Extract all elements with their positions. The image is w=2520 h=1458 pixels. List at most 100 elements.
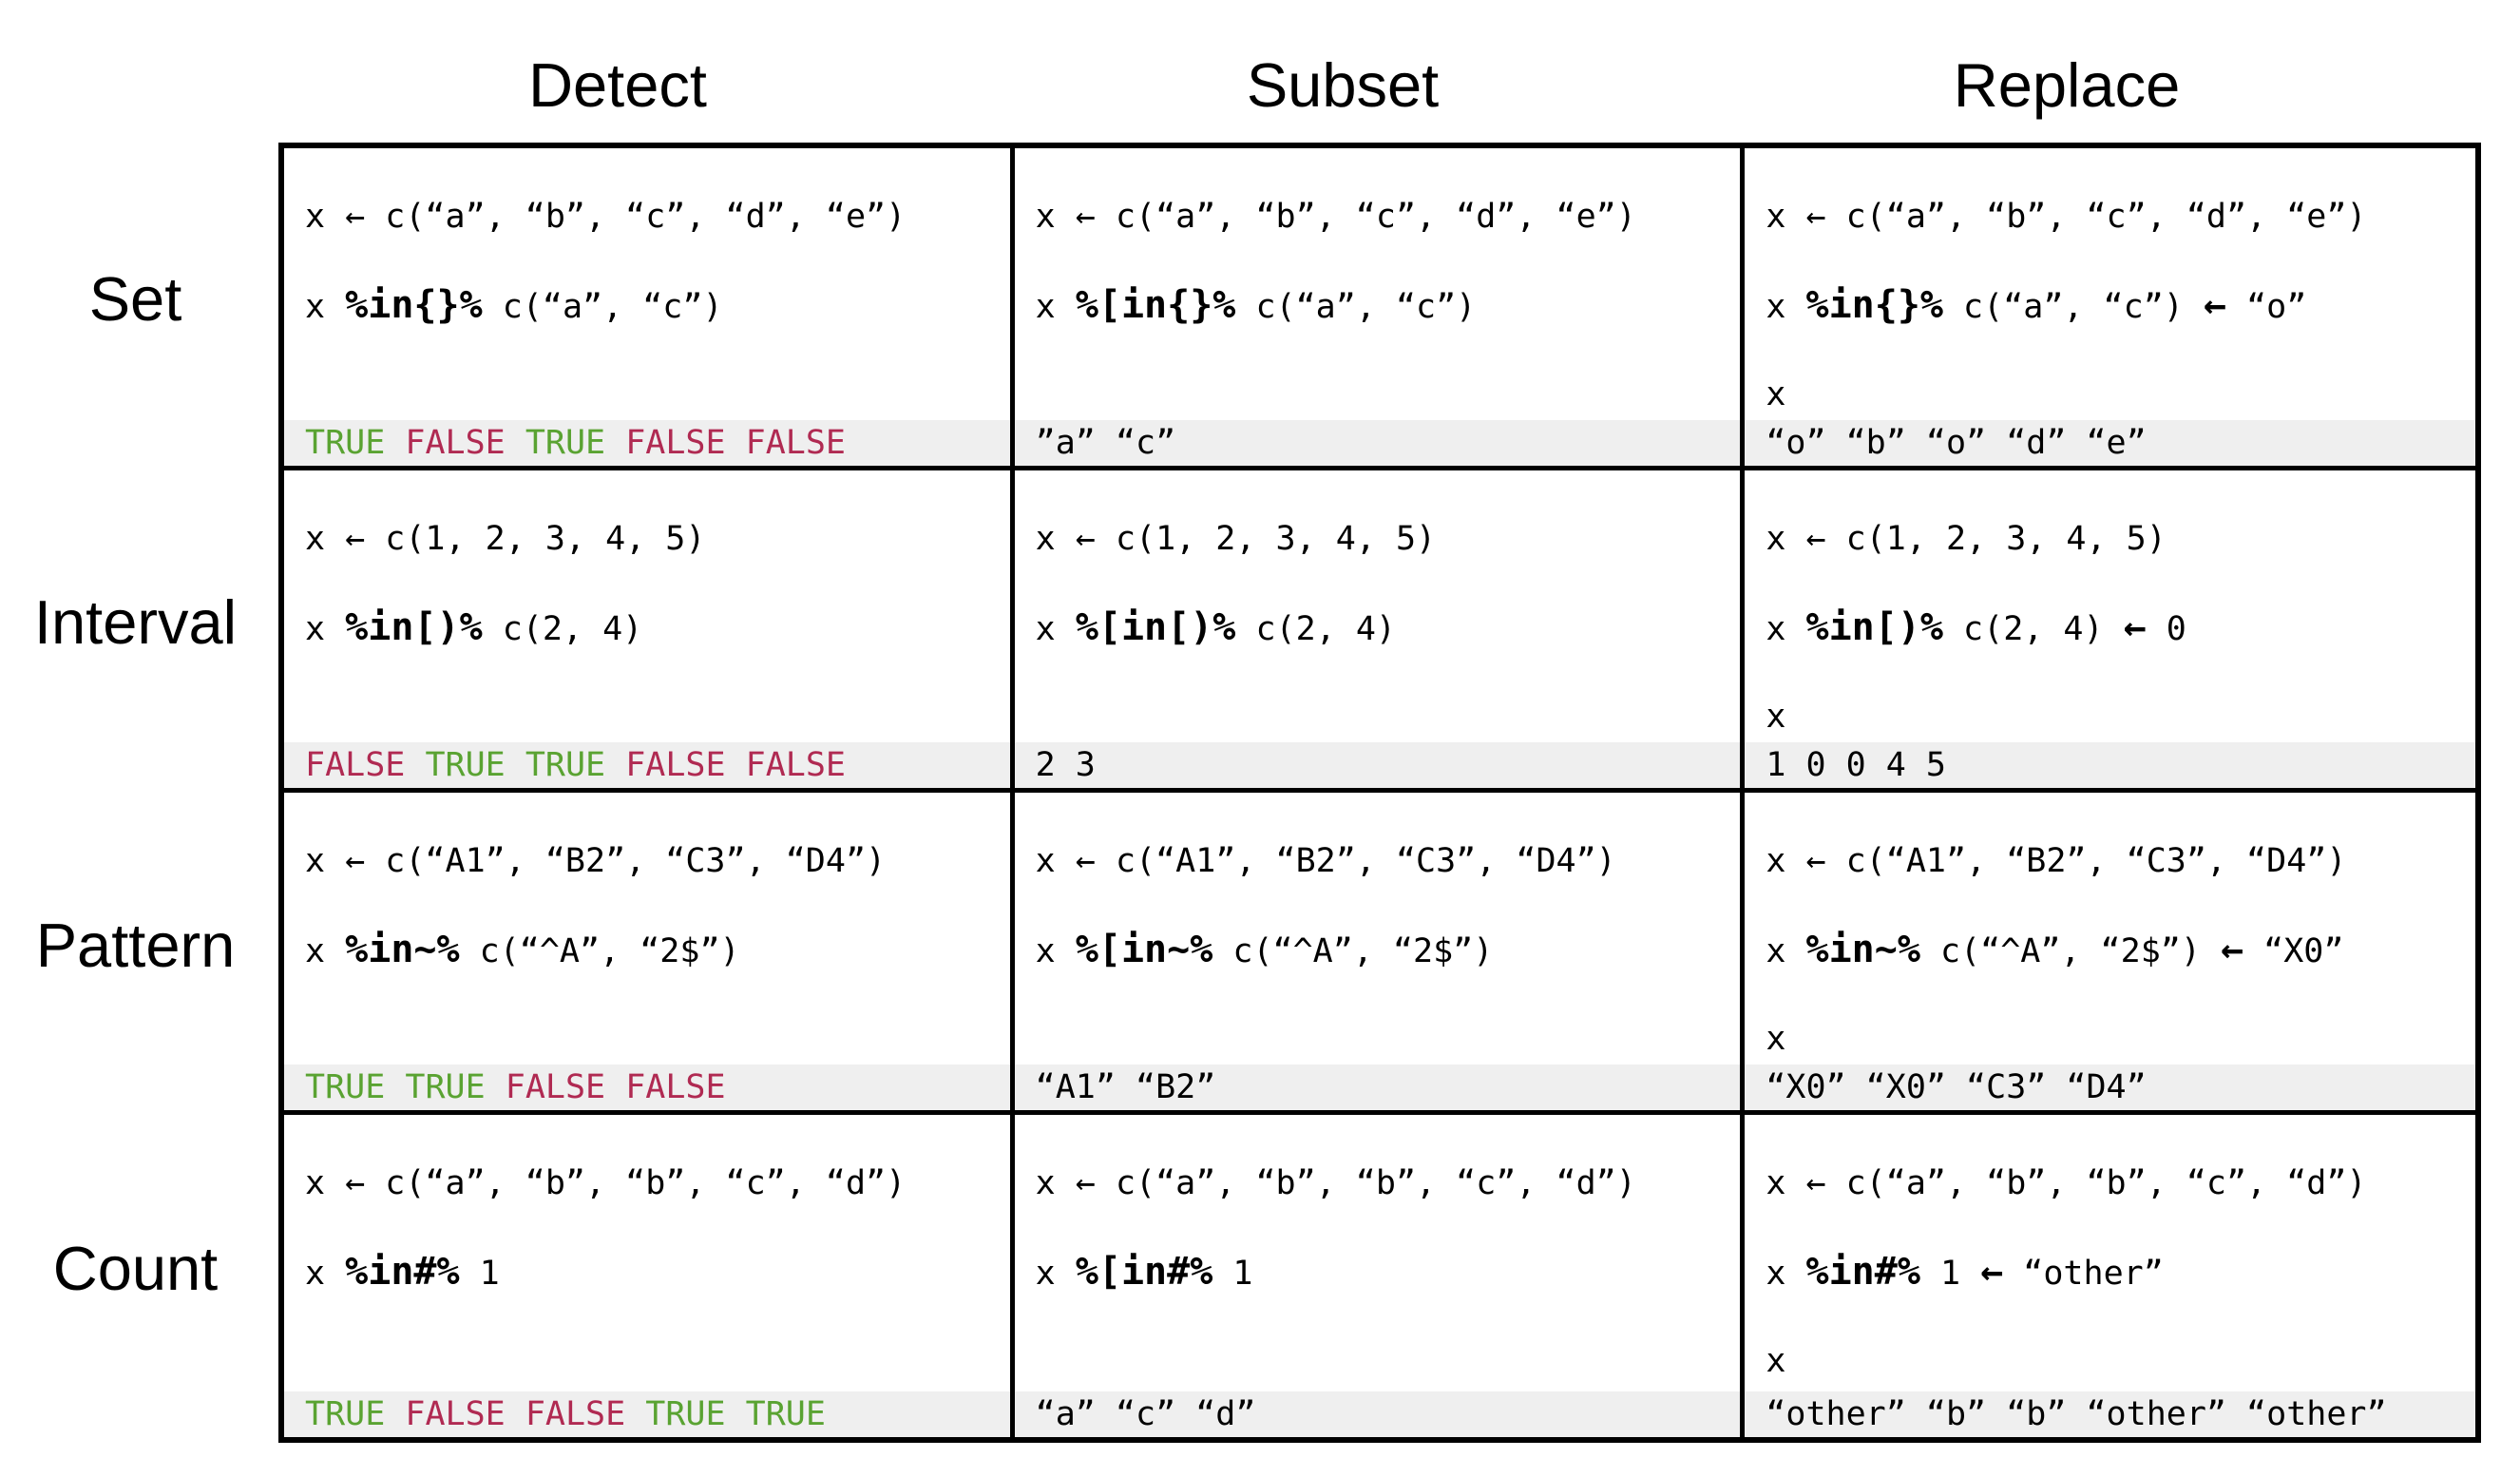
column-header-detect: Detect bbox=[528, 50, 707, 120]
result-true: TRUE bbox=[525, 746, 606, 784]
result-false: FALSE bbox=[405, 424, 506, 462]
result-output: TRUE FALSE FALSE TRUE TRUE bbox=[284, 1391, 1010, 1437]
assign-arrow: ← bbox=[2203, 283, 2227, 327]
result-output: “A1” “B2” bbox=[1014, 1065, 1741, 1110]
code-assign-line: x ← c(“a”, “b”, “c”, “d”, “e”) bbox=[1035, 198, 1636, 236]
code-operator-line: x %in#% 1 ← “other” bbox=[1766, 1251, 2163, 1295]
result-true: TRUE bbox=[305, 1068, 386, 1106]
cell-set-detect: x ← c(“a”, “b”, “c”, “d”, “e”)x %in{}% c… bbox=[284, 148, 1015, 470]
result-output: “a” “c” “d” bbox=[1014, 1391, 1741, 1437]
code-operator-line: x %[in~% c(“^A”, “2$”) bbox=[1036, 929, 1494, 972]
code-assign-line: x ← c(“A1”, “B2”, “C3”, “D4”) bbox=[1766, 842, 2347, 880]
code-print-line: x bbox=[1766, 1342, 1786, 1380]
operator-name: %[in{}% bbox=[1075, 283, 1236, 327]
operator-args: c(2, 4) bbox=[1942, 610, 2124, 648]
code-var: x bbox=[1035, 932, 1076, 970]
code-var: x bbox=[305, 932, 346, 970]
operator-name: %[in[)% bbox=[1075, 605, 1236, 649]
cell-pattern-detect: x ← c(“A1”, “B2”, “C3”, “D4”)x %in~% c(“… bbox=[284, 793, 1015, 1115]
result-output: 2 3 bbox=[1014, 742, 1741, 788]
assign-arrow: ← bbox=[2123, 605, 2147, 649]
code-operator-line: x %in~% c(“^A”, “2$”) bbox=[305, 929, 740, 972]
result-true: TRUE bbox=[405, 1068, 486, 1106]
cell-set-subset: x ← c(“a”, “b”, “c”, “d”, “e”) x %[in{}% … bbox=[1014, 148, 1746, 470]
assign-arrow: ← bbox=[2220, 928, 2244, 971]
operator-args: c(2, 4) bbox=[1235, 610, 1396, 648]
operator-args: c(“a”, “c”) bbox=[1942, 288, 2204, 326]
result-output: TRUE FALSE TRUE FALSE FALSE bbox=[284, 420, 1010, 466]
result-true: TRUE bbox=[425, 746, 506, 784]
code-var: x bbox=[305, 288, 346, 326]
operator-name: %[in~% bbox=[1075, 928, 1213, 971]
code-operator-line: x %[in{}% c(“a”, “c”) bbox=[1036, 284, 1477, 328]
cell-pattern-replace: x ← c(“A1”, “B2”, “C3”, “D4”) x %in~% c(“… bbox=[1745, 793, 2475, 1115]
code-var: x bbox=[1766, 1255, 1806, 1293]
operator-name: %in{}% bbox=[345, 283, 483, 327]
column-header-replace: Replace bbox=[1953, 50, 2181, 120]
code-operator-line: x %in#% 1 bbox=[305, 1251, 500, 1295]
operator-name: %in[)% bbox=[345, 605, 483, 649]
result-true: TRUE bbox=[645, 1395, 726, 1433]
result-false: FALSE bbox=[625, 746, 726, 784]
result-true: TRUE bbox=[305, 424, 386, 462]
result-false: FALSE bbox=[505, 1068, 606, 1106]
result-false: FALSE bbox=[305, 746, 406, 784]
operator-grid: x ← c(“a”, “b”, “c”, “d”, “e”) x %in{}% c… bbox=[278, 143, 2481, 1443]
code-assign-line: x ← c(“a”, “b”, “c”, “d”, “e”) bbox=[1766, 198, 2367, 236]
result-false: FALSE bbox=[625, 1068, 726, 1106]
operator-args: 1 bbox=[459, 1255, 500, 1293]
operator-args: c(“^A”, “2$”) bbox=[1919, 932, 2221, 970]
replacement-value: “X0” bbox=[2243, 932, 2344, 970]
result-output: “X0” “X0” “C3” “D4” bbox=[1745, 1065, 2475, 1110]
result-output: TRUE TRUE FALSE FALSE bbox=[284, 1065, 1010, 1110]
code-assign-line: x ← c(1, 2, 3, 4, 5) bbox=[305, 520, 706, 558]
operator-name: %in~% bbox=[345, 928, 460, 971]
code-operator-line: x %in{}% c(“a”, “c”) bbox=[305, 284, 723, 328]
operator-name: %[in#% bbox=[1075, 1250, 1213, 1294]
code-operator-line: x %in[)% c(2, 4) bbox=[305, 606, 642, 650]
result-false: FALSE bbox=[745, 424, 846, 462]
cell-count-subset: x ← c(“a”, “b”, “b”, “c”, “d”)x %[in#% 1… bbox=[1014, 1115, 1746, 1437]
result-output: ”a” “c” bbox=[1014, 420, 1741, 466]
operator-args: c(“^A”, “2$”) bbox=[459, 932, 740, 970]
code-var: x bbox=[1766, 932, 1806, 970]
result-false: FALSE bbox=[745, 746, 846, 784]
result-false: FALSE bbox=[625, 424, 726, 462]
operator-args: c(2, 4) bbox=[482, 610, 643, 648]
result-false: FALSE bbox=[525, 1395, 626, 1433]
code-var: x bbox=[1766, 610, 1806, 648]
row-header-interval: Interval bbox=[33, 587, 238, 657]
cell-set-replace: x ← c(“a”, “b”, “c”, “d”, “e”) x %in{}% c… bbox=[1745, 148, 2475, 470]
code-var: x bbox=[1035, 610, 1076, 648]
code-operator-line: x %[in[)% c(2, 4) bbox=[1036, 606, 1396, 650]
cell-interval-detect: x ← c(1, 2, 3, 4, 5) x %in[)% c(2, 4) FALS… bbox=[284, 470, 1015, 793]
code-var: x bbox=[1035, 288, 1076, 326]
cell-interval-subset: x ← c(1, 2, 3, 4, 5) x %[in[)% c(2, 4) 2 3 bbox=[1014, 470, 1746, 793]
code-assign-line: x ← c(“a”, “b”, “b”, “c”, “d”) bbox=[1766, 1164, 2367, 1202]
code-print-line: x bbox=[1766, 698, 1786, 736]
result-false: FALSE bbox=[405, 1395, 506, 1433]
code-assign-line: x ← c(“A1”, “B2”, “C3”, “D4”) bbox=[1035, 842, 1616, 880]
code-assign-line: x ← c(“a”, “b”, “b”, “c”, “d”) bbox=[1035, 1164, 1636, 1202]
operator-args: 1 bbox=[1919, 1255, 1981, 1293]
operator-name: %in{}% bbox=[1805, 283, 1943, 327]
operator-args: c(“a”, “c”) bbox=[1235, 288, 1477, 326]
code-operator-line: x %in[)% c(2, 4) ← 0 bbox=[1766, 606, 2186, 650]
result-output: 1 0 0 4 5 bbox=[1745, 742, 2475, 788]
operator-name: %in#% bbox=[1805, 1250, 1920, 1294]
row-header-count: Count bbox=[52, 1234, 219, 1303]
operator-name: %in~% bbox=[1805, 928, 1920, 971]
row-header-pattern: Pattern bbox=[35, 911, 236, 980]
code-var: x bbox=[305, 1255, 346, 1293]
code-assign-line: x ← c(“a”, “b”, “b”, “c”, “d”) bbox=[305, 1164, 907, 1202]
result-output: “other” “b” “b” “other” “other” bbox=[1745, 1391, 2475, 1437]
column-header-subset: Subset bbox=[1246, 50, 1440, 120]
code-operator-line: x %in{}% c(“a”, “c”) ← “o” bbox=[1766, 284, 2306, 328]
cell-pattern-subset: x ← c(“A1”, “B2”, “C3”, “D4”) x %[in~% c(… bbox=[1014, 793, 1746, 1115]
result-output: FALSE TRUE TRUE FALSE FALSE bbox=[284, 742, 1010, 788]
replacement-value: “other” bbox=[2003, 1255, 2164, 1293]
code-assign-line: x ← c(1, 2, 3, 4, 5) bbox=[1035, 520, 1437, 558]
cell-count-detect: x ← c(“a”, “b”, “b”, “c”, “d”) x %in#% 1 T… bbox=[284, 1115, 1015, 1437]
result-true: TRUE bbox=[745, 1395, 826, 1433]
assign-arrow: ← bbox=[1980, 1250, 2004, 1294]
